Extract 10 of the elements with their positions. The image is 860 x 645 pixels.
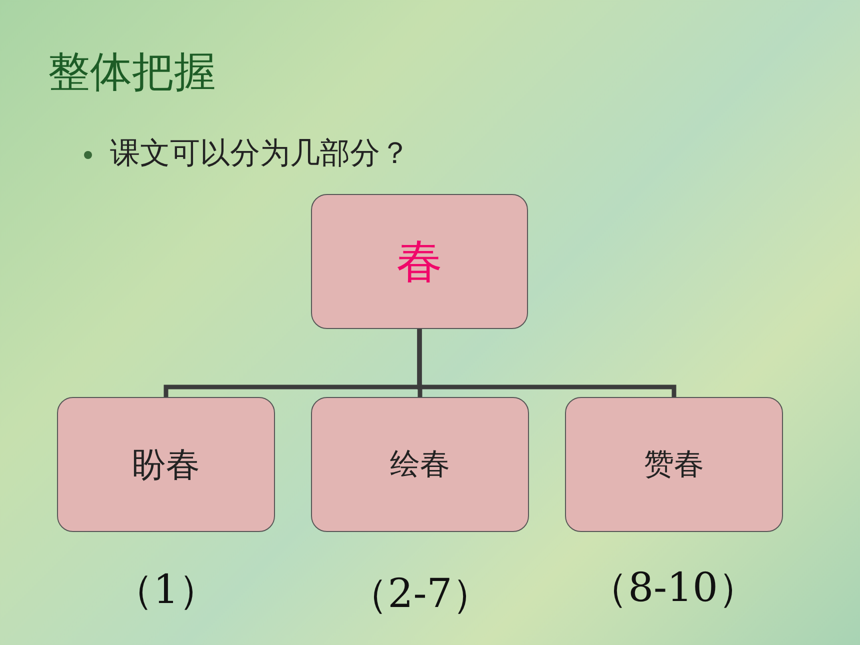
root-box: 春 (311, 194, 528, 329)
topic-box: 绘春 (311, 397, 529, 532)
paragraph-range-label: （8-10） (588, 564, 758, 613)
slide-title: 整体把握 (48, 46, 216, 98)
paragraph-range-label: （2-7） (348, 570, 492, 619)
topic-box: 赞春 (565, 397, 783, 532)
topic-box: 盼春 (57, 397, 275, 532)
connector-line (417, 329, 676, 397)
bullet-text: 课文可以分为几部分？ (110, 135, 410, 173)
paragraph-range-label: （1） (113, 566, 219, 615)
